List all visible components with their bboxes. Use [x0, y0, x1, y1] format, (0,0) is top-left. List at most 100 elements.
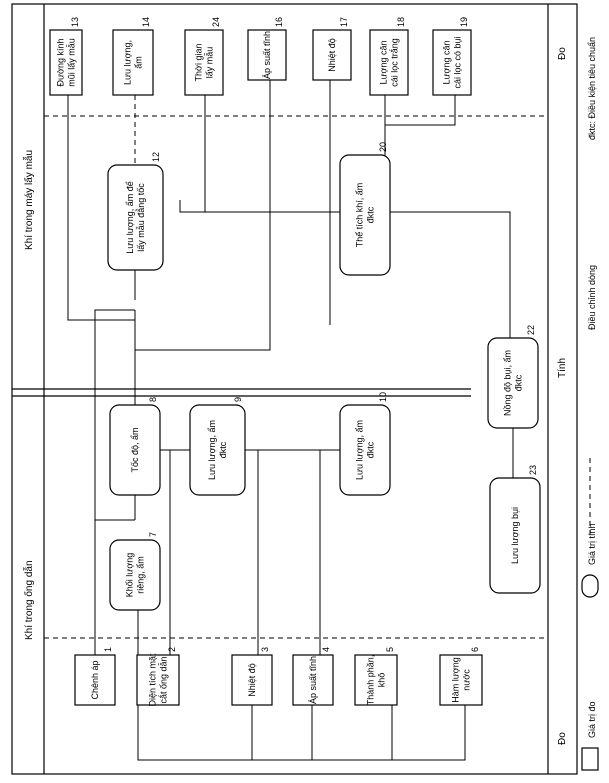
node-20-number: 20	[378, 142, 388, 152]
node-24-box	[184, 29, 224, 96]
node-23-label: Lưu lượng bụi	[510, 507, 520, 564]
node-5-number: 5	[385, 647, 395, 652]
node-22-line-1: đktc	[514, 374, 524, 391]
region-label-measured-bottom: Đo	[557, 732, 568, 745]
node-22-label: Nồng độ bụi, ẩmđktc	[503, 350, 524, 416]
node-24-line-0: Thời gian	[194, 44, 204, 82]
node-14-line-1: ẩm	[134, 56, 144, 69]
node-18-number: 18	[396, 17, 406, 27]
legend: Giá trị đo Giá trị tính Điều chỉnh dòng …	[581, 37, 599, 771]
node-7-number: 7	[148, 532, 158, 537]
node-3-label: Nhiệt độ	[247, 663, 257, 697]
node-19-label: Lượng câncái lọc có bụi	[442, 36, 463, 88]
node-5-line-1: khô	[377, 673, 387, 688]
node-3-number: 3	[260, 647, 270, 652]
legend-calculated-value: Giá trị tính	[587, 523, 597, 565]
node-5-label: Thành phần,khô	[366, 655, 387, 706]
node-7-label: Khối lượngriêng, ẩm	[125, 553, 146, 597]
region-labels: Khí trong ống dẫn Khí trong máy lấy mẫu …	[22, 47, 568, 745]
node-18-line-1: cái lọc trắng	[390, 38, 400, 87]
node-2-line-1: cắt ống dẫn	[159, 656, 169, 703]
node-12-line-1: lấy mẫu đẳng tốc	[135, 183, 146, 252]
node-18: Lượng câncái lọc trắng 18	[369, 17, 409, 96]
node-19-line-1: cái lọc có bụi	[453, 36, 463, 88]
node-4-box	[292, 654, 334, 706]
node-5-line-0: Thành phần,	[366, 655, 376, 706]
node-13-label: Đường kínhmũi lấy mẫu	[56, 38, 77, 87]
node-17-line-0: Nhiệt độ	[327, 38, 337, 72]
node-10-line-0: Lưu lượng, ẩm	[355, 420, 365, 480]
node-9-number: 9	[233, 397, 243, 402]
node-3-line-0: Nhiệt độ	[247, 663, 257, 697]
node-13-line-0: Đường kính	[56, 39, 66, 87]
node-2-label: Diện tích mặtcắt ống dẫn	[148, 653, 169, 707]
diagram-frame	[11, 3, 578, 775]
node-9-box	[189, 404, 246, 496]
node-9-line-1: đktc	[218, 441, 228, 458]
node-1-box	[74, 654, 116, 706]
node-8-number: 8	[148, 397, 158, 402]
node-12-number: 12	[151, 152, 161, 162]
node-6-box	[439, 654, 483, 706]
node-22-number: 22	[526, 325, 536, 335]
node-16-box	[247, 29, 287, 81]
node-8-box	[109, 404, 161, 496]
node-18-line-0: Lượng cân	[379, 41, 389, 85]
node-20-box	[339, 154, 391, 276]
legend-measured-value: Giá trị đo	[587, 701, 597, 738]
node-23-line-0: Lưu lượng bụi	[510, 507, 520, 564]
node-14-label: Lưu lượng,ẩm	[123, 40, 144, 85]
node-22-box	[487, 337, 539, 429]
node-14-line-0: Lưu lượng,	[123, 40, 133, 85]
node-18-label: Lượng câncái lọc trắng	[379, 38, 400, 87]
node-24-line-1: lấy mẫu	[205, 47, 215, 79]
node-18-box	[369, 29, 409, 96]
node-24-label: Thời gianlấy mẫu	[194, 44, 215, 82]
node-9: Lưu lượng, ẩmđktc 9	[189, 397, 246, 496]
node-3-box	[231, 654, 273, 706]
node-5: Thành phần,khô 5	[354, 647, 398, 706]
legend-measured-swatch	[581, 747, 599, 771]
node-13-line-1: mũi lấy mẫu	[67, 38, 77, 87]
node-10-line-1: đktc	[366, 441, 376, 458]
node-24: Thời gianlấy mẫu 24	[184, 17, 224, 96]
legend-adjustment: Điều chỉnh dòng	[587, 265, 597, 330]
legend-stp-abbreviation: đktc: Điều kiện tiêu chuẩn	[587, 37, 597, 140]
node-16-number: 16	[274, 17, 284, 27]
node-7: Khối lượngriêng, ẩm 7	[109, 532, 161, 611]
node-3: Nhiệt độ 3	[231, 647, 273, 706]
node-6-line-0: Hàm lượng	[451, 657, 461, 702]
node-19-line-0: Lượng cân	[442, 41, 452, 85]
node-1-number: 1	[103, 647, 113, 652]
region-label-calculated: Tính	[557, 358, 568, 378]
node-16-line-0: Áp suất tĩnh	[262, 31, 272, 79]
node-14-box	[112, 29, 154, 96]
node-5-box	[354, 654, 398, 706]
node-22: Nồng độ bụi, ẩmđktc 22	[487, 325, 539, 429]
node-24-number: 24	[211, 17, 221, 27]
node-1-label: Chênh áp	[90, 660, 100, 699]
node-9-line-0: Lưu lượng, ẩm	[207, 420, 217, 480]
region-label-measured-top: Đo	[557, 47, 568, 60]
node-1-line-0: Chênh áp	[90, 660, 100, 699]
region-label-duct: Khí trong ống dẫn	[22, 560, 35, 640]
node-9-label: Lưu lượng, ẩmđktc	[207, 420, 228, 480]
node-6-label: Hàm lượngnước	[451, 657, 472, 702]
node-20-line-0: Thể tích khí, ẩm	[355, 183, 365, 248]
node-22-line-0: Nồng độ bụi, ẩm	[503, 350, 513, 416]
node-10-box	[339, 404, 391, 496]
node-2-line-0: Diện tích mặt	[148, 653, 158, 707]
node-7-line-1: riêng, ẩm	[136, 556, 146, 594]
node-1: Chênh áp 1	[74, 647, 116, 706]
